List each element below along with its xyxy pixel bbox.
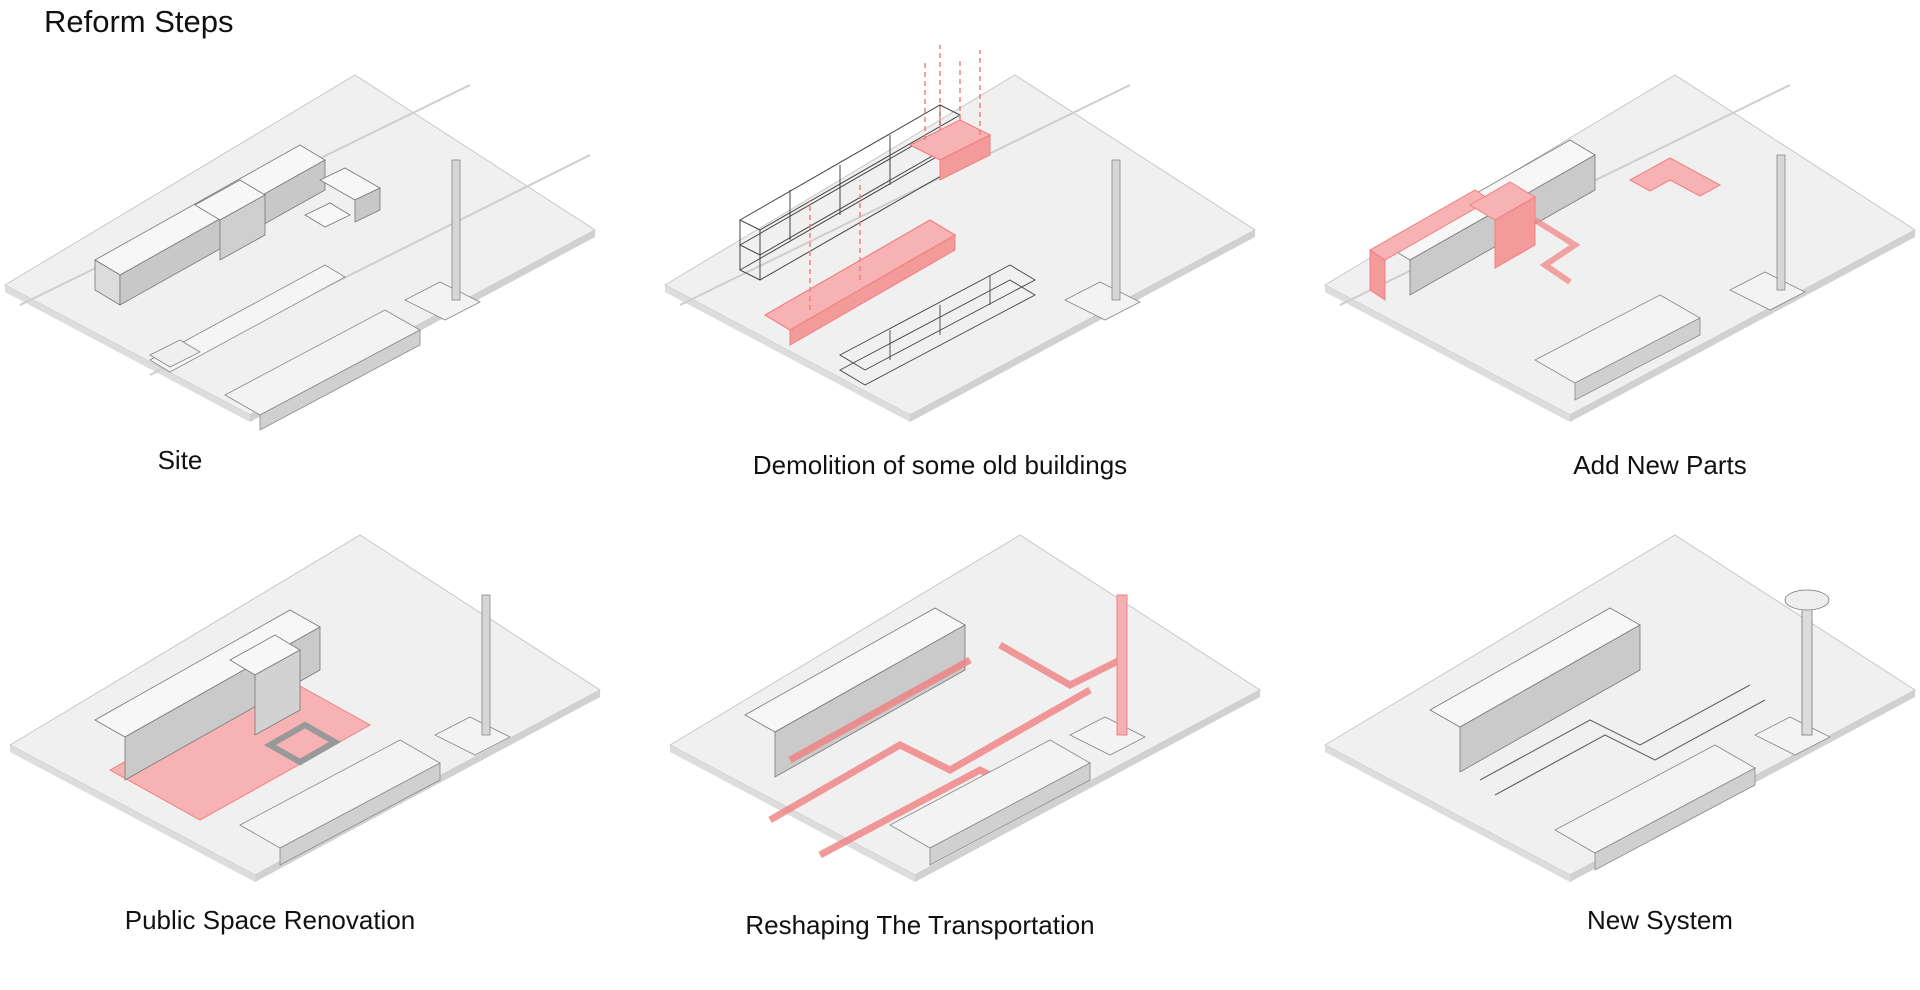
demolition-highlight-side [789,234,956,346]
transportation-ground-edge [670,745,915,882]
site-axonometric [3,74,596,431]
transportation-shed-side [929,762,1091,866]
transportation-chimney-stack [1116,594,1128,736]
demolition-arrows [809,45,981,310]
demolition-chimney-stack [1111,159,1121,301]
public-space-chimney-stack [481,594,491,736]
transportation-axonometric [668,534,1261,882]
public-space-chimney-base [434,716,511,756]
site-chimney-base [404,281,481,321]
demolition-ground-edge [665,285,910,422]
demolition-axonometric [663,45,1256,422]
public-space-tower-side [254,649,301,736]
add-parts-ground-edge [1325,285,1570,422]
new-system-walkways [1479,684,1766,796]
demolition-highlight-block-side [939,134,991,181]
site-tower-right [219,194,266,261]
site-long-low-block [149,264,346,373]
add-parts-highlight-lshape [1628,157,1722,197]
site-ground-edge [5,285,250,422]
site-small-block-2 [304,202,351,228]
new-system-ground-edge [1325,745,1570,882]
step-panel-demolition: Demolition of some old buildings [640,45,1280,530]
new-system-tower-base [1754,716,1831,756]
step-caption-public-space: Public Space Renovation [124,905,416,935]
step-panel-add-new-parts: Add New Parts [1300,60,1920,530]
site-small-shed [149,339,201,368]
step-caption-demolition: Demolition of some old buildings [752,450,1128,480]
add-parts-ground-edge-right [1570,230,1915,422]
step-panel-public-space: Public Space Renovation [0,520,640,990]
public-space-shed-side [279,762,441,866]
new-system-building-side [1459,624,1641,773]
new-system-tower-top [1784,589,1830,611]
transportation-chimney-base [1069,716,1146,756]
public-space-ground-edge [10,745,255,882]
step-caption-new-system: New System [1587,905,1733,935]
public-space-bridge [263,721,342,766]
step-caption-transportation: Reshaping The Transportation [745,910,1095,940]
page-title: Reform Steps [44,4,234,39]
new-system-axonometric [1323,534,1916,882]
new-system-tower-stack [1801,604,1813,736]
step-panel-transportation: Reshaping The Transportation [650,520,1290,990]
public-space-axonometric [8,534,601,882]
site-shed-1-side [259,329,421,431]
demolition-road [679,84,1131,306]
step-panel-site: Site [0,60,640,530]
add-parts-shed-side [1574,317,1701,401]
add-new-parts-axonometric [1323,74,1916,422]
add-parts-chimney-base [1729,271,1806,311]
demolition-ground-edge-right [910,230,1255,422]
site-small-block-side [354,187,381,223]
step-caption-site: Site [157,445,203,475]
add-parts-highlight-bridge [1533,217,1581,285]
demolition-shed-frames [839,264,1036,386]
new-system-shed-side [1594,767,1756,871]
add-parts-highlight-core-side [1494,196,1536,269]
transportation-highlight-routes [768,641,1122,859]
add-parts-chimney-stack [1776,154,1786,291]
step-caption-add-new-parts: Add New Parts [1573,450,1747,480]
site-chimney-stack [451,159,461,301]
step-panel-new-system: New System [1300,520,1920,990]
add-parts-highlight-wing-side [1369,249,1386,301]
transportation-ground-edge-right [915,690,1260,882]
demolition-chimney-base [1064,281,1141,321]
